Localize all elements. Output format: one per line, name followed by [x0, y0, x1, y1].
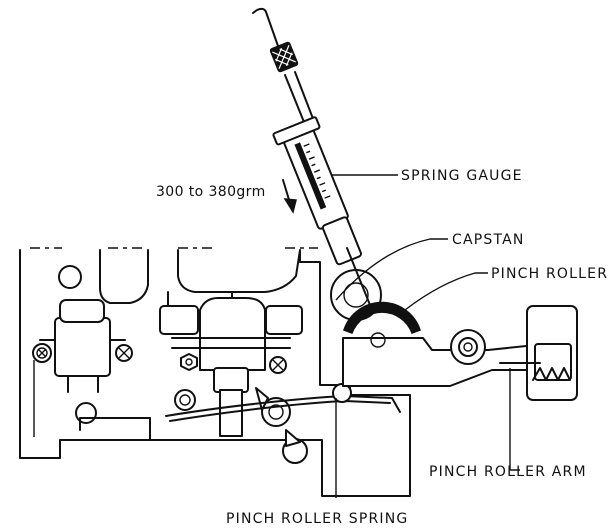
pinch-roller-arm-label: PINCH ROLLER ARM: [429, 464, 587, 480]
force-label: 300 to 380grm: [156, 184, 266, 200]
screw-middle: [269, 356, 287, 374]
spring-gauge: [252, 7, 371, 306]
pinch-roller-label: PINCH ROLLER: [491, 266, 608, 282]
screw-left-1: [32, 343, 52, 363]
chassis-plate: [19, 247, 411, 497]
pinch-roller-spring-label: PINCH ROLLER SPRING: [226, 511, 408, 527]
middle-block: [159, 291, 303, 437]
hex-nut: [180, 353, 198, 371]
force-arrow: [282, 179, 297, 214]
pinch-roller-arm: [342, 329, 537, 387]
capstan-label: CAPSTAN: [452, 232, 525, 248]
spring-gauge-label: SPRING GAUGE: [401, 168, 523, 184]
pivot-right: [255, 387, 301, 447]
right-mount: [499, 305, 578, 401]
screw-left-2: [115, 344, 133, 362]
pinch-roller-spring: [165, 383, 401, 422]
pinch-roller: [343, 301, 421, 348]
left-bracket: [39, 299, 126, 393]
leader-lines: [332, 174, 520, 498]
pivot-left: [174, 389, 196, 411]
knurled-knob: [269, 41, 299, 73]
